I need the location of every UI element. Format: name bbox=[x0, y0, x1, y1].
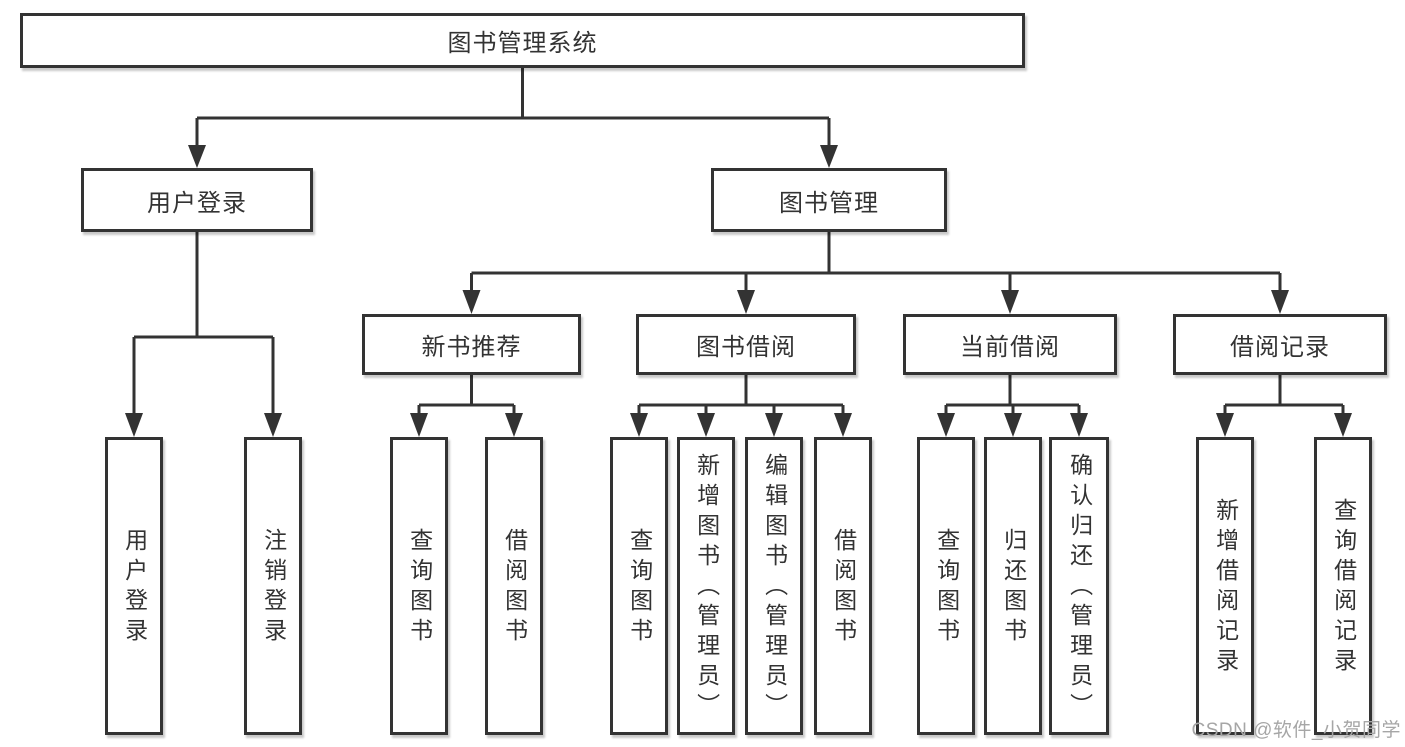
connector-current-to-leaves bbox=[937, 375, 1088, 437]
leaf-label: 新增借阅记录 bbox=[1212, 498, 1239, 678]
node-root-label: 图书管理系统 bbox=[447, 30, 598, 57]
connector-borrow-to-leaves bbox=[630, 375, 852, 437]
arrowhead-icon bbox=[1070, 413, 1088, 437]
leaf-label: 用户登录 bbox=[121, 528, 148, 648]
arrowhead-icon bbox=[505, 413, 523, 437]
leaf-logout: 注销登录 bbox=[244, 437, 302, 735]
leaf-user-login: 用户登录 bbox=[105, 437, 163, 735]
node-current-borrow: 当前借阅 bbox=[903, 314, 1117, 375]
node-book-manage-label: 图书管理 bbox=[779, 189, 879, 217]
arrowhead-icon bbox=[697, 413, 715, 437]
arrowhead-icon bbox=[937, 413, 955, 437]
leaf-label: 查询图书 bbox=[406, 528, 433, 648]
node-user-login-label: 用户登录 bbox=[147, 189, 247, 217]
leaf-records-add-record: 新增借阅记录 bbox=[1196, 437, 1254, 735]
leaf-label: 归还图书 bbox=[1000, 528, 1027, 648]
arrowhead-icon bbox=[1334, 413, 1352, 437]
node-book-borrow: 图书借阅 bbox=[636, 314, 856, 375]
arrowhead-icon bbox=[1271, 290, 1289, 314]
node-borrow-records: 借阅记录 bbox=[1173, 314, 1387, 375]
node-current-borrow-label: 当前借阅 bbox=[960, 334, 1060, 361]
leaf-borrow-edit-books-admin: 编辑图书（管理员） bbox=[745, 437, 803, 735]
leaf-label: 查询图书 bbox=[933, 528, 960, 648]
connector-login-to-leaves bbox=[125, 232, 282, 437]
node-new-book-recommend-label: 新书推荐 bbox=[421, 334, 522, 361]
node-user-login: 用户登录 bbox=[81, 168, 313, 232]
node-root-system: 图书管理系统 bbox=[20, 13, 1025, 68]
leaf-label: 编辑图书（管理员） bbox=[761, 453, 788, 723]
connector-manage-to-level3 bbox=[462, 232, 1289, 314]
leaf-current-confirm-return-admin: 确认归还（管理员） bbox=[1049, 437, 1109, 735]
leaf-recommend-borrow-books: 借阅图书 bbox=[485, 437, 543, 735]
arrowhead-icon bbox=[462, 290, 481, 314]
leaf-recommend-query-books: 查询图书 bbox=[390, 437, 448, 735]
leaf-label: 查询图书 bbox=[626, 528, 653, 648]
leaf-label: 借阅图书 bbox=[501, 528, 528, 648]
leaf-borrow-add-books-admin: 新增图书（管理员） bbox=[677, 437, 735, 735]
arrowhead-icon bbox=[820, 145, 838, 168]
leaf-label: 注销登录 bbox=[260, 528, 287, 648]
arrowhead-icon bbox=[765, 413, 783, 437]
leaf-records-query-record: 查询借阅记录 bbox=[1314, 437, 1372, 735]
leaf-label: 借阅图书 bbox=[830, 528, 857, 648]
arrowhead-icon bbox=[264, 413, 282, 437]
connector-records-to-leaves bbox=[1216, 375, 1352, 437]
arrowhead-icon bbox=[410, 413, 428, 437]
leaf-current-query-books: 查询图书 bbox=[917, 437, 975, 735]
connector-recommend-to-leaves bbox=[410, 375, 523, 437]
csdn-watermark: CSDN @软件_小贺同学 bbox=[1191, 720, 1401, 741]
leaf-borrow-borrow-books: 借阅图书 bbox=[814, 437, 872, 735]
leaf-current-return-books: 归还图书 bbox=[984, 437, 1042, 735]
node-new-book-recommend: 新书推荐 bbox=[362, 314, 581, 375]
arrowhead-icon bbox=[188, 145, 206, 168]
arrowhead-icon bbox=[1004, 413, 1022, 437]
node-book-borrow-label: 图书借阅 bbox=[696, 334, 796, 361]
connector-root-to-level2 bbox=[188, 68, 838, 168]
leaf-label: 新增图书（管理员） bbox=[693, 453, 720, 723]
leaf-borrow-query-books: 查询图书 bbox=[610, 437, 668, 735]
arrowhead-icon bbox=[737, 290, 755, 314]
leaf-label: 确认归还（管理员） bbox=[1066, 453, 1093, 723]
arrowhead-icon bbox=[834, 413, 852, 437]
arrowhead-icon bbox=[1001, 290, 1019, 314]
arrowhead-icon bbox=[125, 413, 143, 437]
node-book-manage: 图书管理 bbox=[711, 168, 947, 232]
leaf-label: 查询借阅记录 bbox=[1330, 498, 1357, 678]
node-borrow-records-label: 借阅记录 bbox=[1230, 334, 1330, 361]
arrowhead-icon bbox=[1216, 413, 1234, 437]
arrowhead-icon bbox=[630, 413, 648, 437]
